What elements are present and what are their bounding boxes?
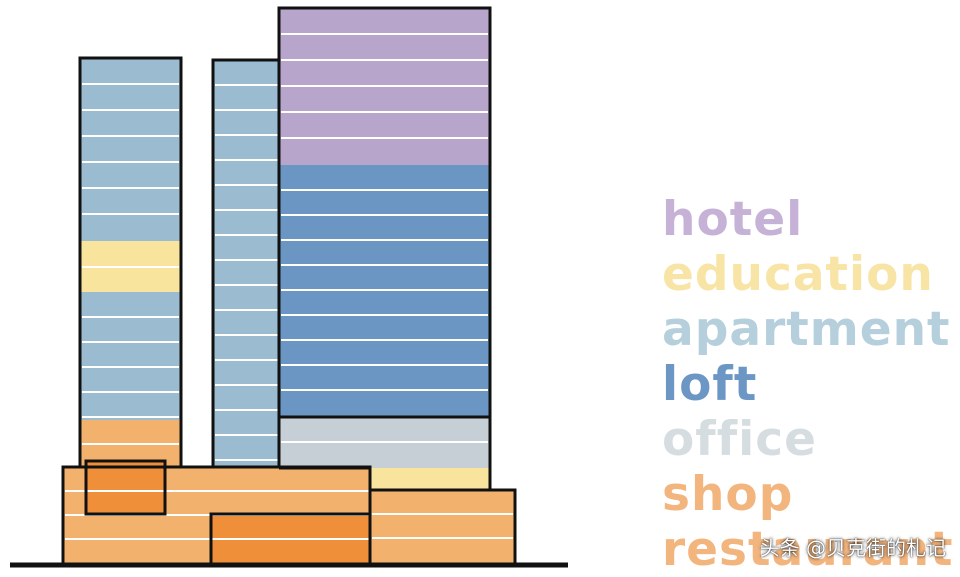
podium-shop-right <box>370 490 515 563</box>
legend-item-office: office <box>662 412 818 467</box>
legend-item-restaurant: restaurant <box>662 522 954 577</box>
program-legend: hotel education apartment loft office sh… <box>662 192 954 577</box>
right-tower-education <box>370 468 490 490</box>
restaurant-upper-outline <box>84 459 167 516</box>
watermark: 头条 @贝克街的札记 <box>759 536 946 560</box>
right-tower-outline <box>277 6 492 490</box>
legend-item-education: education <box>662 247 934 302</box>
middle-tower-outline <box>211 58 281 468</box>
middle-tower-apartment <box>213 60 281 468</box>
building-outlines <box>10 6 568 568</box>
left-tower-apartment-upper <box>80 58 181 241</box>
restaurant-lower-outline <box>209 512 370 563</box>
program-blocks <box>63 8 515 563</box>
podium-restaurant-upper <box>86 461 165 514</box>
legend-item-hotel: hotel <box>662 192 804 247</box>
left-tower-outline <box>78 56 183 467</box>
left-tower-apartment-lower <box>80 292 181 420</box>
legend-item-apartment: apartment <box>662 302 951 357</box>
legend-item-loft: loft <box>662 357 758 412</box>
legend-item-shop: shop <box>662 467 794 522</box>
